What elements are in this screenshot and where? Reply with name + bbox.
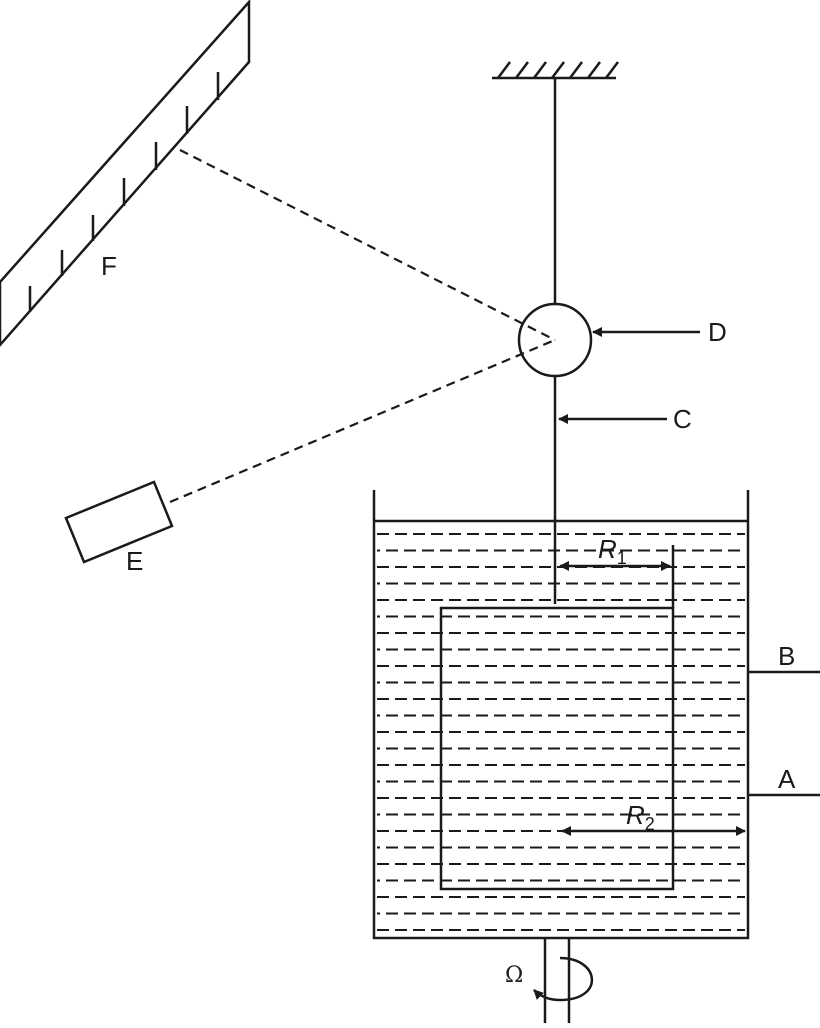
label-b: B bbox=[778, 641, 795, 671]
label-c: C bbox=[673, 404, 692, 434]
label-r1: R1 bbox=[598, 534, 627, 568]
label-d: D bbox=[708, 317, 727, 347]
drive-shaft bbox=[543, 938, 571, 1023]
incident-beam bbox=[169, 338, 556, 504]
label-f: F bbox=[101, 251, 117, 281]
scale-f bbox=[0, 0, 251, 347]
ceiling-support bbox=[492, 61, 619, 80]
label-omega: Ω bbox=[505, 963, 523, 988]
light-source-e bbox=[64, 480, 174, 564]
reflected-beam bbox=[179, 149, 556, 341]
label-a: A bbox=[778, 764, 796, 794]
label-r2: R2 bbox=[626, 800, 655, 834]
outer-cylinder-a bbox=[372, 490, 750, 940]
inner-cylinder-b bbox=[439, 606, 675, 891]
label-e: E bbox=[126, 546, 143, 576]
rotation-arrow bbox=[533, 956, 594, 1002]
liquid bbox=[377, 533, 745, 931]
